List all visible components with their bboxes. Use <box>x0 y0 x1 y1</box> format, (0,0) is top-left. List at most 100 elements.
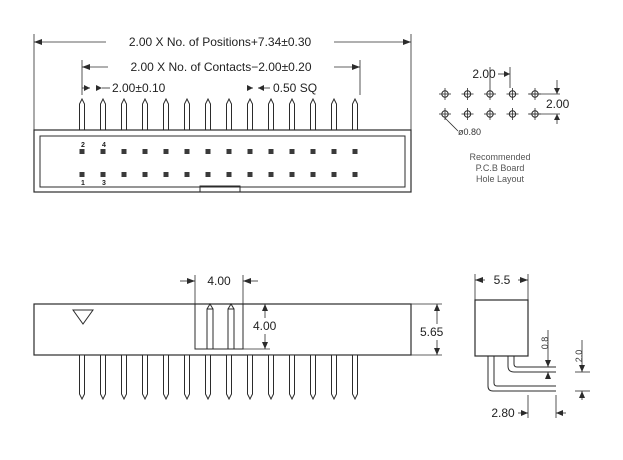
dim-hole-diameter: ø0.80 <box>444 117 481 137</box>
pin-label-2: 2 <box>81 142 85 149</box>
pin-square-upper <box>121 149 127 154</box>
pin-square-upper <box>163 149 169 154</box>
top-view: 2.00 X No. of Positions+7.34±0.30 2.00 X… <box>33 34 412 193</box>
dim-lead-a: 0.8 <box>540 330 551 379</box>
front-key-slot <box>194 303 244 350</box>
front-pin <box>352 354 358 401</box>
front-housing <box>33 303 412 356</box>
pin-square-upper <box>310 149 316 154</box>
dim-hole-diameter-label: ø0.80 <box>458 127 481 137</box>
top-housing <box>33 129 412 193</box>
top-pin <box>142 97 148 131</box>
pin-square-upper <box>247 149 253 154</box>
dim-overall-label: 2.00 X No. of Positions+7.34±0.30 <box>129 35 312 49</box>
front-view: 4.00 4.00 5.65 <box>33 274 444 401</box>
hole-caption-line2: P.C.B Board <box>476 163 525 173</box>
top-pin <box>205 97 211 131</box>
upper-lead-outer <box>507 356 556 373</box>
front-pin <box>79 354 85 401</box>
front-pin <box>268 354 274 401</box>
dim-key-width-label: 4.00 <box>207 274 231 288</box>
pin-square-lower <box>331 172 337 177</box>
right-angle-leads <box>487 356 556 392</box>
side-housing <box>474 299 529 357</box>
side-view: 5.5 0.8 2.0 <box>474 273 590 420</box>
lower-lead-inner <box>493 356 556 387</box>
dim-height-label: 5.65 <box>420 325 444 339</box>
front-pins <box>79 303 358 401</box>
top-pin <box>226 97 232 131</box>
pin1-triangle-marker <box>72 309 94 325</box>
top-pin <box>121 97 127 131</box>
dim-key-width: 4.00 <box>180 274 258 305</box>
dim-height: 5.65 <box>411 303 444 356</box>
hole-grid <box>439 88 541 120</box>
top-pin <box>100 97 106 131</box>
dim-pitch: 2.00±0.10 <box>82 81 166 95</box>
top-pin <box>289 97 295 131</box>
slot-pin-left-tip <box>206 303 214 310</box>
dim-key-height: 4.00 <box>238 303 277 350</box>
pin-square-lower <box>289 172 295 177</box>
front-pin <box>226 354 232 401</box>
front-pin <box>100 354 106 401</box>
pin-label-3: 3 <box>102 180 106 187</box>
pin-square-lower <box>352 172 358 177</box>
pin-square-upper <box>184 149 190 154</box>
pin-label-4: 4 <box>102 142 106 149</box>
pin-square-lower <box>310 172 316 177</box>
dim-lead-a-label: 0.8 <box>540 337 550 350</box>
hole-layout: 2.00 2.00 ø0.80 Recommended P.C.B Board … <box>439 67 570 184</box>
pin-square-upper <box>79 149 85 154</box>
front-pin <box>142 354 148 401</box>
pin-square-upper <box>268 149 274 154</box>
slot-pin-left <box>206 308 214 350</box>
dim-key-height-label: 4.00 <box>253 319 277 333</box>
top-pin <box>163 97 169 131</box>
front-pin <box>289 354 295 401</box>
pin-square-upper <box>289 149 295 154</box>
polarization-key <box>199 185 241 193</box>
slot-pin-right <box>227 308 235 350</box>
dim-lead-b-label: 2.0 <box>574 350 584 363</box>
top-pin <box>331 97 337 131</box>
front-pin <box>184 354 190 401</box>
pin-square-lower <box>163 172 169 177</box>
pin-square-lower <box>79 172 85 177</box>
dim-lead-length-label: 2.80 <box>491 406 515 420</box>
pin-square-lower <box>268 172 274 177</box>
front-pin <box>310 354 316 401</box>
pin-square-upper <box>142 149 148 154</box>
front-pin <box>205 354 211 401</box>
dim-side-width-label: 5.5 <box>494 273 511 287</box>
pin-square-upper <box>205 149 211 154</box>
dim-pin-size: 0.50 SQ <box>247 81 317 95</box>
pin-square-lower <box>184 172 190 177</box>
dim-contacts-label: 2.00 X No. of Contacts−2.00±0.20 <box>130 60 311 74</box>
front-pin <box>163 354 169 401</box>
dim-side-width: 5.5 <box>474 273 529 300</box>
pin-square-lower <box>100 172 106 177</box>
pin-square-lower <box>121 172 127 177</box>
pin-square-lower <box>205 172 211 177</box>
dim-pin-size-label: 0.50 SQ <box>273 81 317 95</box>
top-pin <box>310 97 316 131</box>
dim-hole-pitch-x-label: 2.00 <box>472 67 496 81</box>
pin-square-upper <box>331 149 337 154</box>
pin-square-lower <box>247 172 253 177</box>
front-pin <box>331 354 337 401</box>
top-pin <box>79 97 85 131</box>
dim-lead-b: 2.0 <box>574 340 590 400</box>
front-pin <box>121 354 127 401</box>
pin-square-upper <box>100 149 106 154</box>
top-pin <box>352 97 358 131</box>
upper-lead-inner <box>513 356 556 368</box>
slot-pin-right-tip <box>227 303 235 310</box>
dim-pitch-label: 2.00±0.10 <box>112 81 166 95</box>
front-pin <box>247 354 253 401</box>
top-pin <box>184 97 190 131</box>
pin-square-upper <box>226 149 232 154</box>
dim-hole-pitch-y: 2.00 <box>528 80 570 124</box>
pin-label-1: 1 <box>81 180 85 187</box>
